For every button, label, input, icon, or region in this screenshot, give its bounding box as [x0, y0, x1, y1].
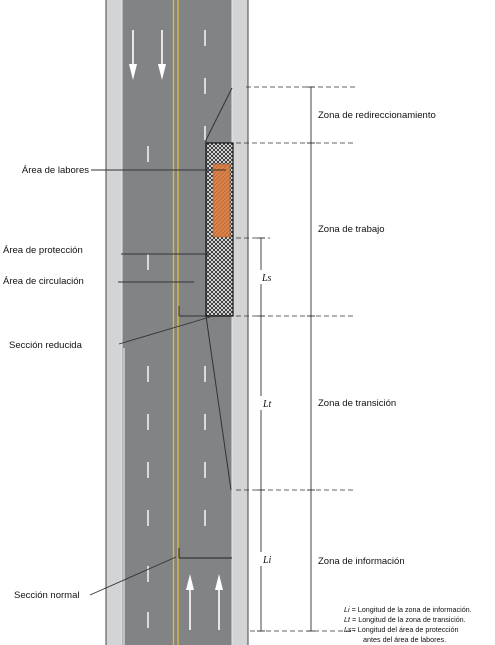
- dim-li: Li: [262, 555, 272, 566]
- svg-text:Li = Longitud de la zona de in: Li = Longitud de la zona de información.: [344, 605, 472, 614]
- left-shoulder: [106, 0, 122, 645]
- legend-ls-symbol: Ls: [344, 625, 352, 634]
- legend-ls-text-2: antes del área de labores.: [363, 635, 446, 644]
- zone-informacion: Zona de información: [318, 556, 405, 567]
- zone-transicion: Zona de transición: [318, 398, 396, 409]
- legend: Li = Longitud de la zona de información.…: [344, 605, 472, 644]
- leader-lines: [89, 169, 226, 596]
- length-dimension-lines: [257, 237, 265, 632]
- legend-li-symbol: Li: [344, 605, 350, 614]
- legend-li-text: = Longitud de la zona de información.: [350, 605, 472, 614]
- right-shoulder: [232, 0, 248, 645]
- dim-lt: Lt: [262, 399, 272, 410]
- section-normal-marker: [178, 548, 232, 559]
- pavement: [122, 0, 232, 645]
- down-arrows: [129, 30, 166, 80]
- label-seccion-normal: Sección normal: [14, 590, 79, 601]
- zone-boundaries: [236, 86, 355, 632]
- legend-lt-text: = Longitud de la zona de transición.: [350, 615, 466, 624]
- svg-text:Lt = Longitud de la zona de tr: Lt = Longitud de la zona de transición.: [344, 615, 466, 624]
- taper-lines: [178, 87, 233, 491]
- label-area-proteccion: Área de protección: [3, 245, 83, 256]
- label-area-circulacion: Área de circulación: [3, 276, 84, 287]
- up-arrows: [186, 574, 223, 630]
- label-area-labores: Área de labores: [22, 165, 89, 176]
- svg-text:Ls= Longitud del área de prote: Ls= Longitud del área de protección: [344, 625, 459, 634]
- label-seccion-reducida: Sección reducida: [9, 340, 83, 351]
- roadway: [105, 0, 249, 645]
- zone-redireccionamiento: Zona de redireccionamiento: [318, 110, 436, 121]
- zone-dimension-lines: [307, 86, 315, 632]
- legend-lt-symbol: Lt: [344, 615, 351, 624]
- work-area: [212, 163, 231, 238]
- dim-ls: Ls: [261, 273, 272, 284]
- legend-ls-text: = Longitud del área de protección: [352, 625, 459, 634]
- zone-trabajo: Zona de trabajo: [318, 224, 385, 235]
- lane-dashes: [147, 30, 206, 628]
